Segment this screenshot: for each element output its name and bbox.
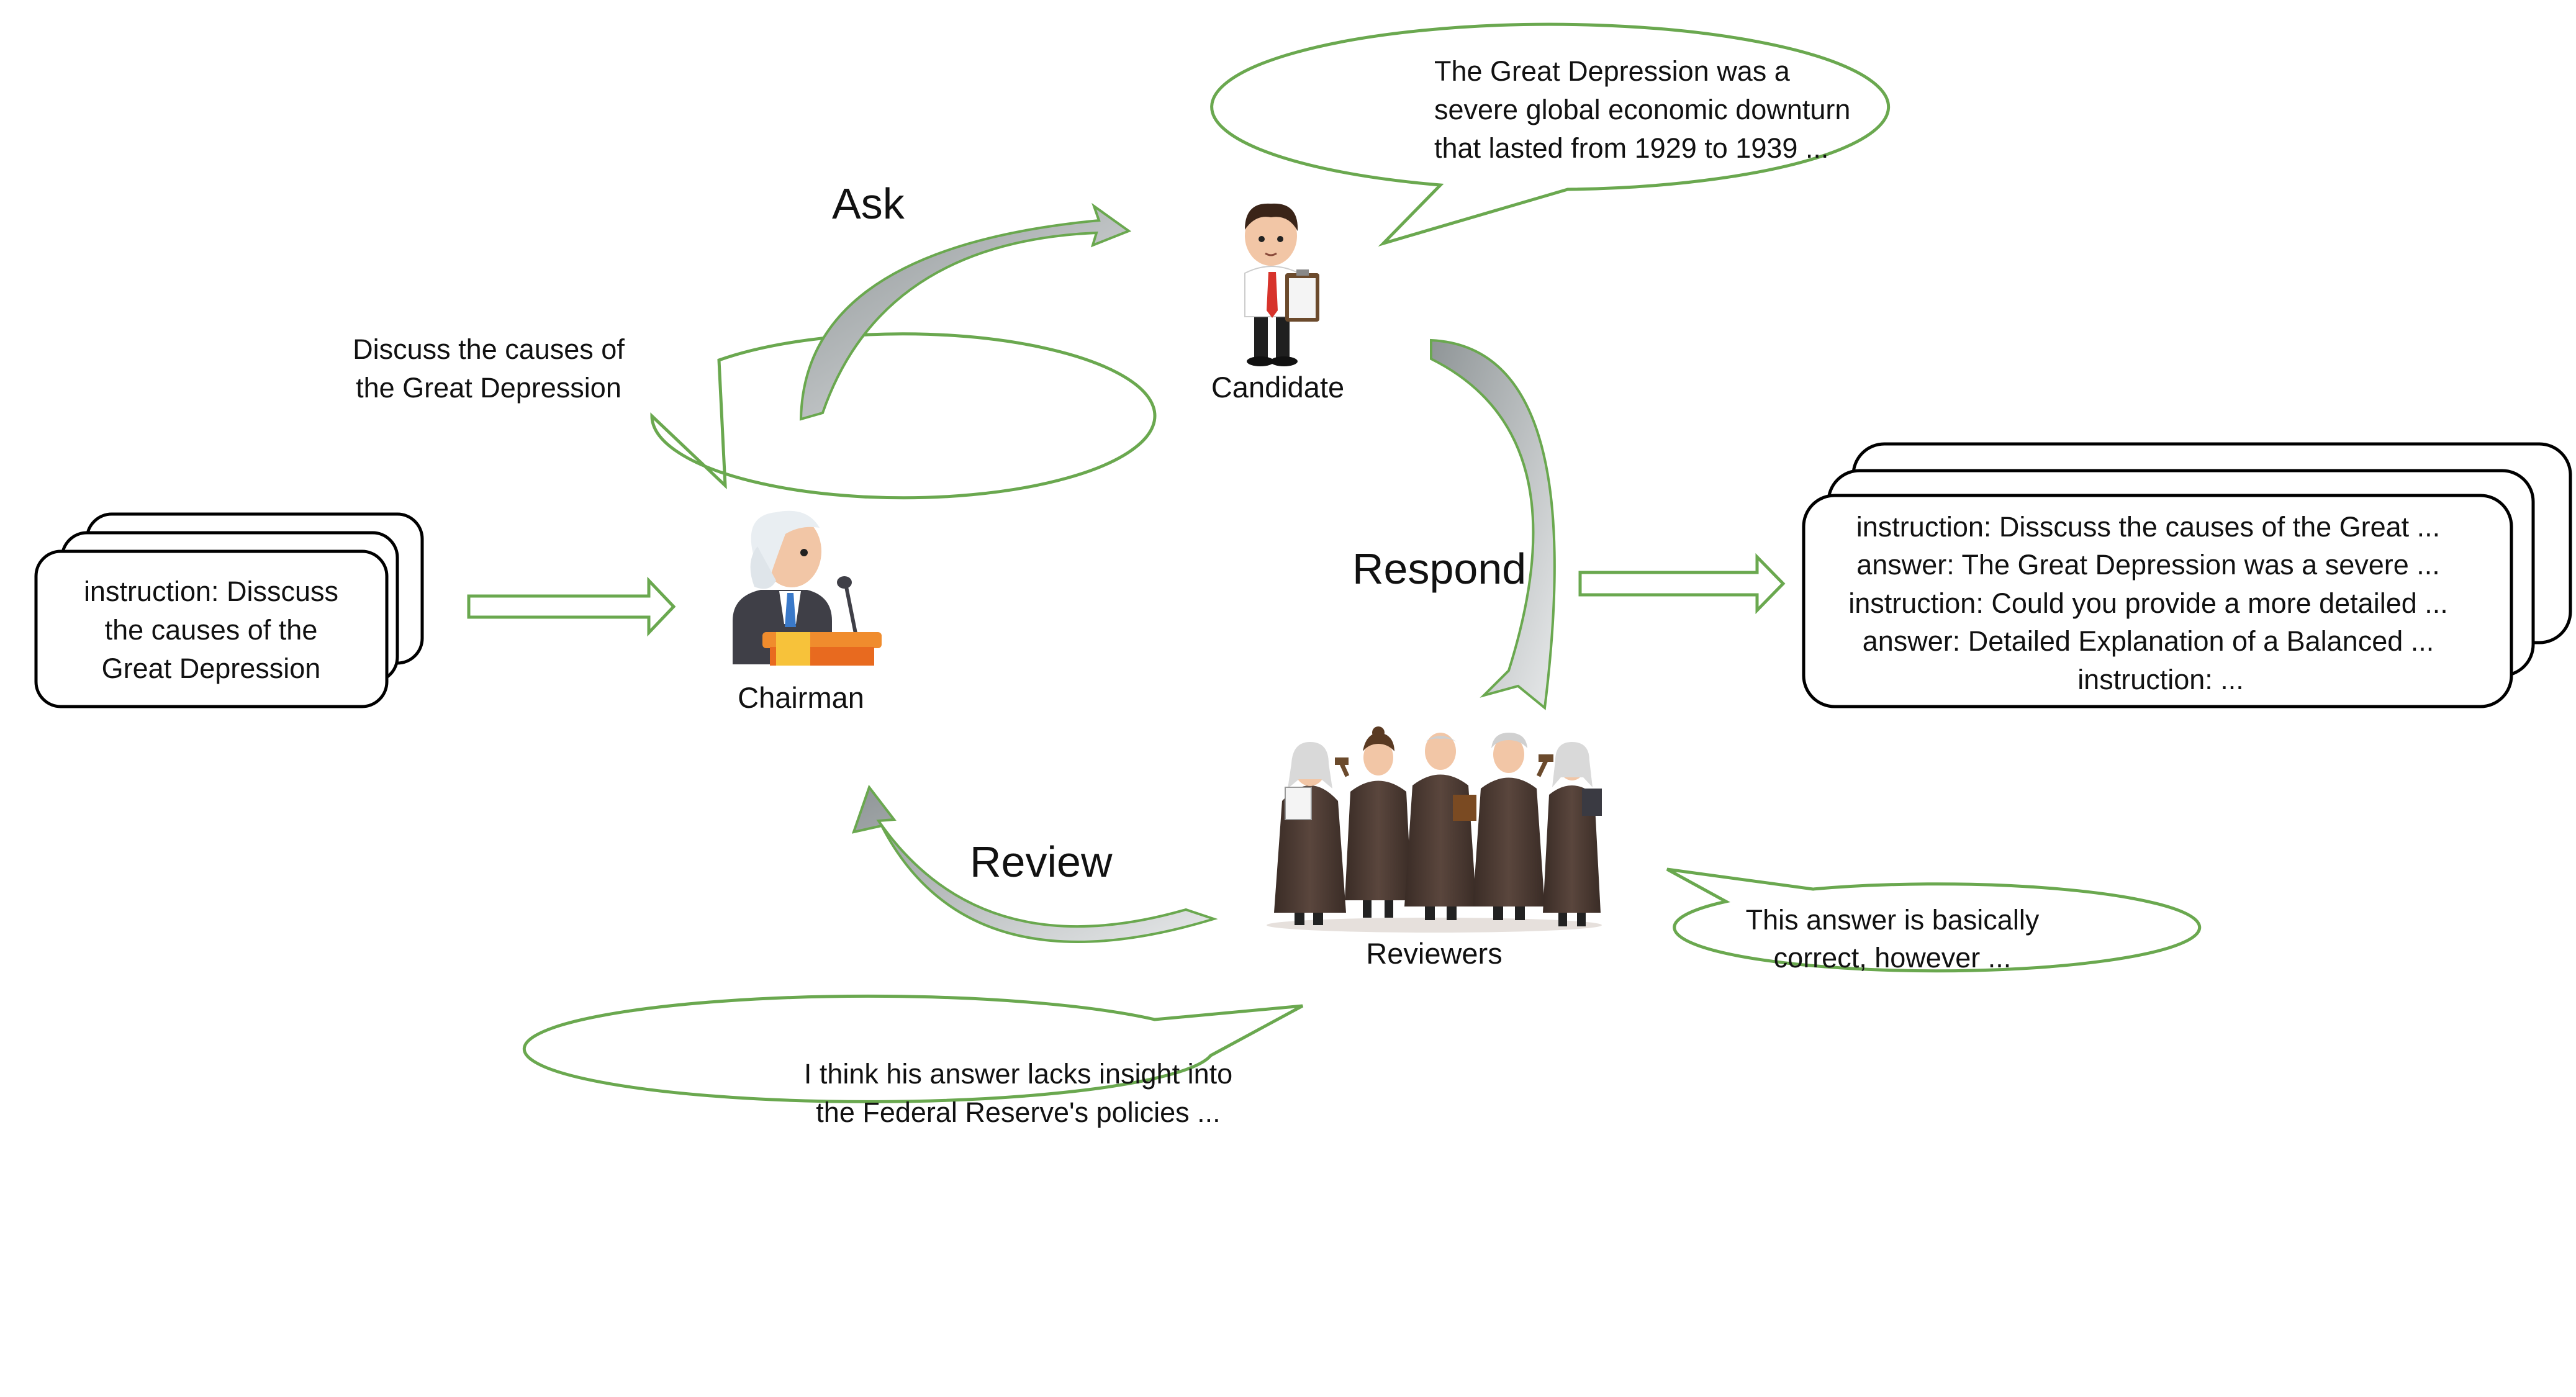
chairman-label: Chairman [738,681,864,714]
output-card-line-3: instruction: Could you provide a more de… [1848,587,2448,619]
five-judges-icon [1267,726,1602,933]
output-card-line-1: instruction: Disscuss the causes of the … [1856,511,2440,543]
reviewers-label: Reviewers [1366,937,1502,970]
input-card-line-1: instruction: Disscuss [84,576,338,607]
reviewer-right-line-1: This answer is basically [1746,904,2040,936]
candidate-answer-bubble: The Great Depression was a severe global… [1210,22,1891,247]
reviewer-right-bubble: This answer is basically correct, howeve… [1666,867,2202,974]
candidate-label: Candidate [1211,371,1344,404]
output-card-line-5: instruction: ... [2077,664,2244,695]
review-arrow [851,784,1218,943]
chairman-question-line-1: Discuss the causes of [353,333,625,365]
ask-label: Ask [832,179,905,228]
output-dialogue-stack: instruction: Disscuss the causes of the … [1802,442,2572,708]
input-card-line-3: Great Depression [102,653,321,684]
output-card [1802,494,2513,708]
candidate-answer-line-3: that lasted from 1929 to 1939 ... [1434,132,1828,164]
ask-arrow [799,202,1132,421]
reviewer-right-line-2: correct, however ... [1774,942,2012,974]
chairman-question-bubble: Discuss the causes of the Great Depressi… [353,332,1157,500]
chairman-at-podium-icon [733,510,882,666]
output-flow-arrow [1578,553,1786,615]
input-card-line-2: the causes of the [105,614,318,646]
input-flow-arrow [467,576,676,637]
respond-arrow [1430,338,1556,710]
candidate-answer-line-1: The Great Depression was a [1434,55,1791,87]
review-label: Review [970,838,1113,886]
respond-label: Respond [1352,545,1526,593]
reviewer-bottom-line-1: I think his answer lacks insight into [804,1058,1232,1090]
reviewer-bottom-bubble: I think his answer lacks insight into th… [522,994,1304,1128]
output-card-line-2: answer: The Great Depression was a sever… [1856,549,2440,581]
output-card-line-4: answer: Detailed Explanation of a Balanc… [1863,625,2434,657]
reviewer-bottom-line-2: the Federal Reserve's policies ... [816,1096,1220,1128]
input-card [34,549,389,708]
input-instruction-stack: instruction: Disscuss the causes of the … [34,512,424,708]
chairman-question-line-2: the Great Depression [356,372,621,404]
candidate-answer-line-2: severe global economic downturn [1434,94,1850,125]
candidate-with-clipboard-icon [1244,203,1319,366]
